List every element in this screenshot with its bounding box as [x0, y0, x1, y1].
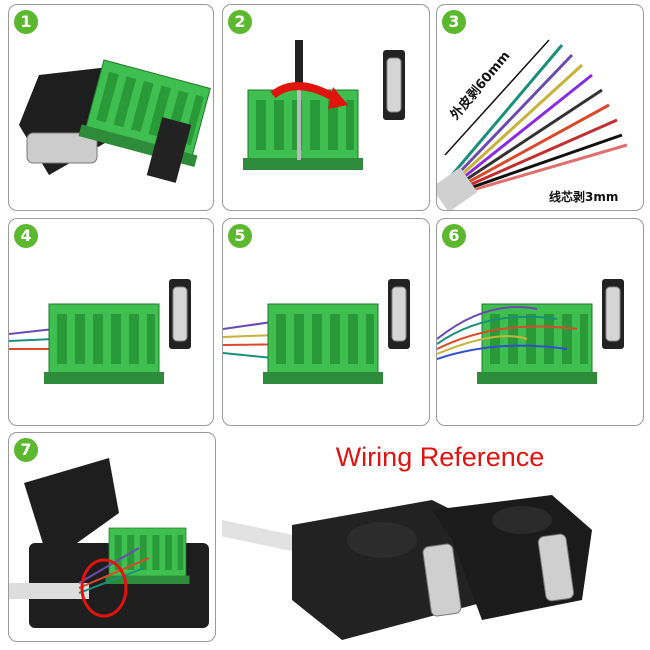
stripped-cable-image — [437, 39, 628, 210]
wiring-stage-2-image — [223, 278, 411, 385]
step-badge: 2 — [228, 10, 252, 34]
step-badge: 6 — [442, 224, 466, 248]
step-badge: 4 — [14, 224, 38, 248]
step-4-panel: 4 — [8, 218, 214, 426]
step-6-panel: 6 — [436, 218, 644, 426]
step-2-panel: 2 — [222, 4, 430, 211]
assembled-connectors-image — [222, 495, 592, 640]
housing-closing-image — [9, 458, 209, 628]
step-badge: 5 — [228, 224, 252, 248]
step-5-panel: 5 — [222, 218, 430, 426]
core-strip-label: 线芯剥3mm — [549, 190, 619, 204]
step-7-panel: 7 — [8, 432, 216, 642]
step-badge: 3 — [442, 10, 466, 34]
step-1-panel: 1 — [8, 4, 214, 211]
wiring-stage-1-image — [9, 278, 192, 385]
wiring-reference-title: Wiring Reference — [335, 442, 545, 472]
step-badge: 1 — [14, 10, 38, 34]
screwdriver-image — [242, 40, 406, 171]
wiring-complete-image — [437, 278, 625, 385]
step-badge: 7 — [14, 438, 38, 462]
step-3-panel: 3 外皮剥60mm 线芯剥3mm — [436, 4, 644, 211]
connector-assembly-image — [19, 58, 213, 183]
